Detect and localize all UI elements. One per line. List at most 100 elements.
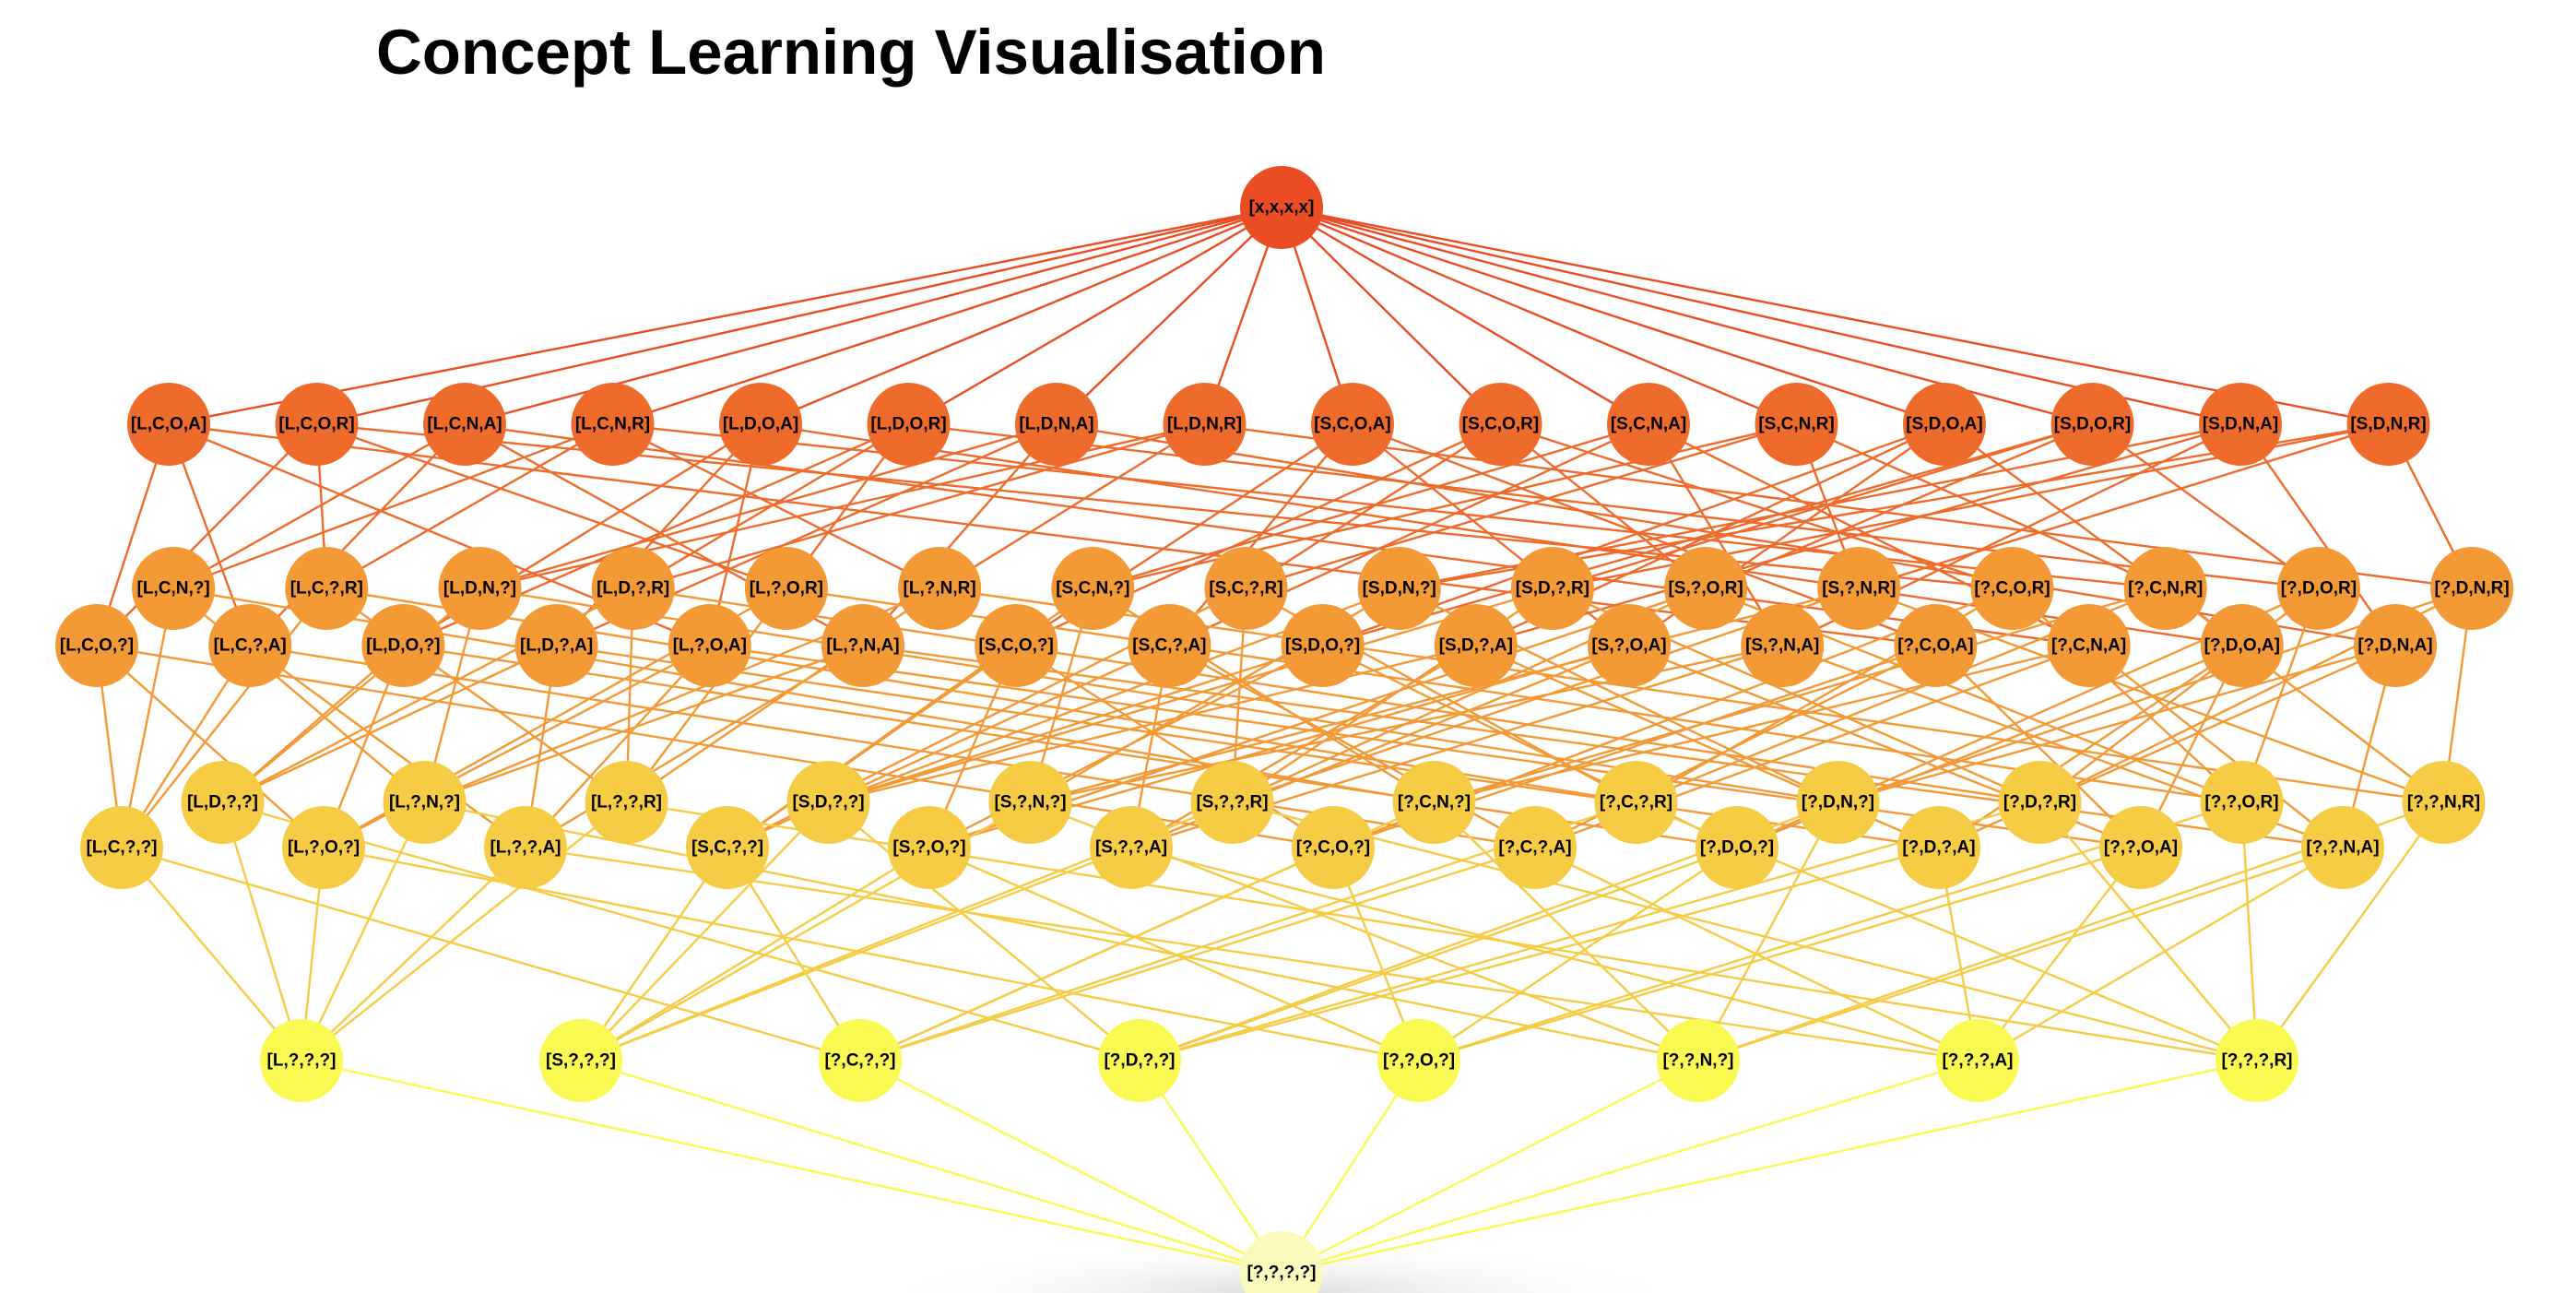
concept-node-circle — [1128, 604, 1211, 687]
concept-node[interactable]: [S,D,?,R] — [1510, 547, 1594, 630]
concept-node-label: [L,D,N,R] — [1167, 415, 1242, 434]
concept-node[interactable]: [L,C,O,A] — [127, 383, 210, 466]
concept-node[interactable]: [L,C,?,A] — [208, 604, 292, 687]
concept-node[interactable]: [S,C,O,A] — [1311, 383, 1394, 466]
concept-node-circle — [2047, 604, 2131, 687]
concept-node[interactable]: [S,C,?,?] — [686, 806, 769, 889]
concept-node[interactable]: [L,?,O,R] — [744, 547, 828, 630]
concept-node[interactable]: [L,D,N,A] — [1015, 383, 1098, 466]
concept-node[interactable]: [?,D,O,?] — [1696, 806, 1778, 889]
concept-node[interactable]: [L,D,?,?] — [181, 761, 265, 844]
concept-node[interactable]: [S,C,O,?] — [975, 604, 1058, 687]
concept-node[interactable]: [S,C,N,?] — [1051, 547, 1135, 630]
concept-node-circle — [1434, 604, 1518, 687]
concept-node[interactable]: [?,?,O,A] — [2099, 806, 2182, 889]
concept-node[interactable]: [L,C,O,?] — [55, 604, 138, 687]
concept-node[interactable]: [L,D,O,?] — [361, 604, 445, 687]
concept-node[interactable]: [S,D,?,?] — [786, 761, 870, 844]
concept-node[interactable]: [x,x,x,x] — [1240, 166, 1323, 249]
concept-node[interactable]: [S,D,?,A] — [1434, 604, 1518, 687]
concept-node[interactable]: [S,D,O,R] — [2050, 383, 2134, 466]
concept-node[interactable]: [L,D,N,?] — [438, 547, 522, 630]
concept-node-circle — [2346, 383, 2430, 466]
lattice-edge — [1139, 1060, 1282, 1274]
concept-node[interactable]: [?,C,?,R] — [1594, 761, 1678, 844]
concept-node[interactable]: [L,D,?,R] — [591, 547, 675, 630]
concept-node[interactable]: [L,C,O,R] — [275, 383, 359, 466]
concept-node[interactable]: [?,?,?,?] — [1240, 1231, 1323, 1293]
concept-node-circle — [571, 383, 655, 466]
lattice-edge — [1697, 846, 2344, 1062]
concept-node[interactable]: [?,?,N,?] — [1657, 1019, 1740, 1102]
concept-node[interactable]: [S,?,N,R] — [1817, 547, 1901, 630]
concept-node-label: [?,C,O,A] — [1897, 636, 1973, 656]
concept-node[interactable]: [L,D,O,A] — [719, 383, 802, 466]
concept-node[interactable]: [?,C,N,R] — [2123, 547, 2207, 630]
concept-node[interactable]: [S,?,?,R] — [1190, 761, 1274, 844]
concept-node[interactable]: [S,?,O,A] — [1588, 604, 1671, 687]
concept-node[interactable]: [?,C,O,?] — [1292, 806, 1375, 889]
concept-node[interactable]: [L,D,O,R] — [867, 383, 951, 466]
concept-node[interactable]: [?,C,?,?] — [819, 1019, 902, 1102]
lattice-edge — [1418, 847, 1738, 1062]
concept-node[interactable]: [L,?,O,?] — [282, 806, 365, 889]
concept-node[interactable]: [?,?,?,A] — [1936, 1019, 2019, 1102]
concept-node[interactable]: [S,?,N,?] — [988, 761, 1072, 844]
concept-node[interactable]: [L,?,N,?] — [383, 761, 467, 844]
concept-node[interactable]: [L,C,N,R] — [571, 383, 655, 466]
concept-node[interactable]: [?,?,N,A] — [2301, 806, 2384, 889]
concept-node[interactable]: [S,?,?,A] — [1090, 806, 1173, 889]
concept-node[interactable]: [S,C,N,R] — [1755, 383, 1838, 466]
concept-node[interactable]: [?,D,O,A] — [2200, 604, 2284, 687]
concept-node[interactable]: [S,C,O,R] — [1459, 383, 1542, 466]
concept-node[interactable]: [L,C,?,?] — [80, 806, 163, 889]
concept-node[interactable]: [L,?,?,R] — [585, 761, 668, 844]
concept-node[interactable]: [L,?,N,R] — [898, 547, 982, 630]
concept-node[interactable]: [?,D,N,A] — [2354, 604, 2437, 687]
concept-node[interactable]: [?,D,?,A] — [1897, 806, 1980, 889]
concept-node[interactable]: [?,D,N,R] — [2430, 547, 2514, 630]
concept-node[interactable]: [S,?,N,A] — [1741, 604, 1825, 687]
concept-node[interactable]: [L,C,N,?] — [132, 547, 216, 630]
concept-node-label: [L,?,O,R] — [750, 579, 823, 599]
concept-node[interactable]: [?,?,?,R] — [2216, 1019, 2298, 1102]
concept-node[interactable]: [S,D,N,R] — [2346, 383, 2430, 466]
concept-node[interactable]: [?,D,?,?] — [1098, 1019, 1181, 1102]
concept-node[interactable]: [?,D,N,?] — [1796, 761, 1880, 844]
concept-node[interactable]: [S,C,?,A] — [1128, 604, 1211, 687]
concept-node[interactable]: [?,C,N,?] — [1392, 761, 1476, 844]
concept-node[interactable]: [?,C,?,A] — [1494, 806, 1577, 889]
concept-node[interactable]: [S,D,O,?] — [1281, 604, 1365, 687]
concept-node[interactable]: [?,C,O,A] — [1894, 604, 1978, 687]
concept-node[interactable]: [L,?,N,A] — [821, 604, 904, 687]
concept-node[interactable]: [S,D,N,?] — [1357, 547, 1441, 630]
concept-node[interactable]: [?,?,O,?] — [1377, 1019, 1460, 1102]
lattice-edge — [2240, 801, 2259, 1062]
concept-node[interactable]: [L,?,?,?] — [260, 1019, 343, 1102]
edge-layer — [95, 206, 2474, 1275]
concept-node[interactable]: [L,D,N,R] — [1163, 383, 1247, 466]
concept-node-label: [L,C,?,A] — [214, 636, 287, 656]
concept-node[interactable]: [L,C,?,R] — [285, 547, 369, 630]
concept-node-label: [S,D,?,?] — [792, 793, 864, 813]
concept-node[interactable]: [S,C,?,R] — [1204, 547, 1288, 630]
concept-node[interactable]: [L,C,N,A] — [423, 383, 506, 466]
concept-node[interactable]: [S,D,O,A] — [1903, 383, 1986, 466]
lattice-edge — [96, 645, 325, 848]
concept-node[interactable]: [?,?,N,R] — [2402, 761, 2486, 844]
concept-node-circle — [1936, 1019, 2019, 1102]
concept-node[interactable]: [S,D,N,A] — [2199, 383, 2282, 466]
concept-node[interactable]: [?,D,O,R] — [2276, 547, 2360, 630]
concept-node[interactable]: [?,D,?,R] — [1998, 761, 2082, 844]
concept-node[interactable]: [L,?,?,A] — [484, 806, 567, 889]
concept-node[interactable]: [?,C,O,R] — [1970, 547, 2054, 630]
concept-node[interactable]: [L,D,?,A] — [514, 604, 598, 687]
concept-node[interactable]: [S,C,N,A] — [1607, 383, 1690, 466]
concept-node[interactable]: [S,?,O,?] — [888, 806, 971, 889]
concept-node[interactable]: [S,?,O,R] — [1664, 547, 1748, 630]
concept-node[interactable]: [S,?,?,?] — [539, 1019, 622, 1102]
concept-node[interactable]: [?,C,N,A] — [2047, 604, 2131, 687]
concept-node-circle — [2276, 547, 2360, 630]
concept-node[interactable]: [?,?,O,R] — [2200, 761, 2284, 844]
concept-node[interactable]: [L,?,O,A] — [668, 604, 751, 687]
